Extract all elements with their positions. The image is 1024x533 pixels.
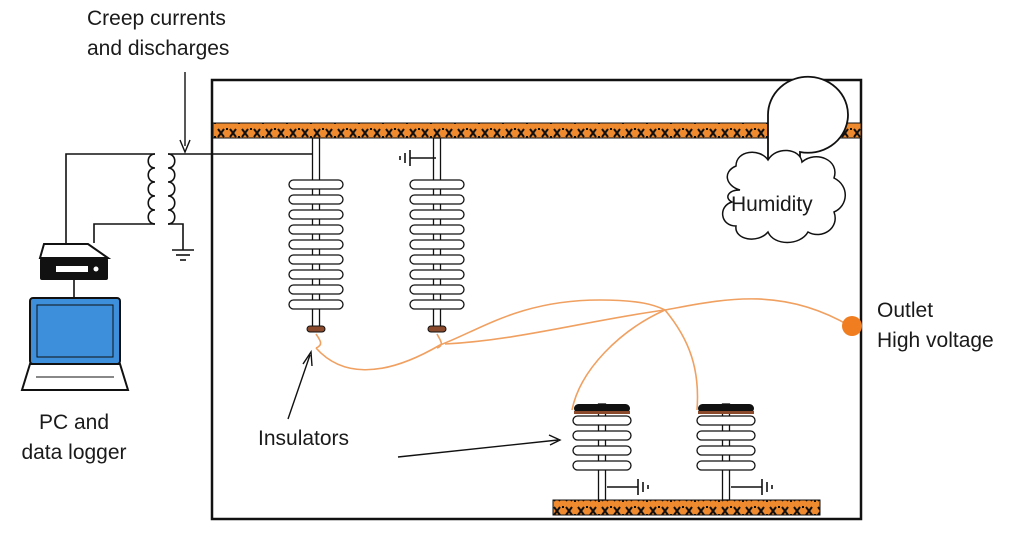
cloud-icon	[722, 149, 846, 244]
insulator-cap	[574, 404, 630, 413]
insulator-disc	[409, 284, 465, 295]
insulator-disc	[409, 179, 465, 190]
top-conductor-rail	[212, 122, 862, 139]
insulator-disc	[696, 430, 756, 441]
creep-line-1: Creep currents	[87, 7, 226, 30]
insulator-disc	[288, 254, 344, 265]
insulator-disc	[288, 209, 344, 220]
humidity-label: Humidity	[731, 193, 813, 216]
insulator-disc	[288, 179, 344, 190]
insulator-electrode	[427, 325, 447, 333]
bottom-conductor-rail	[552, 499, 821, 516]
insulator-disc	[288, 239, 344, 250]
laptop-icon	[20, 297, 130, 391]
ground-icon	[607, 479, 649, 495]
creep-line-2: and discharges	[87, 37, 230, 60]
insulator-disc	[696, 415, 756, 426]
insulator-disc	[696, 460, 756, 471]
pc-line-2: data logger	[21, 441, 127, 464]
insulator-disc	[696, 445, 756, 456]
insulator-cap-stripe	[698, 411, 754, 414]
insulator-disc	[409, 269, 465, 280]
insulator-electrode	[306, 325, 326, 333]
insulator-disc	[409, 299, 465, 310]
outlet-terminal	[842, 316, 862, 336]
insulator-disc	[572, 445, 632, 456]
insulator-disc	[288, 194, 344, 205]
insulator-icon	[288, 137, 344, 333]
insulator-disc	[288, 269, 344, 280]
insulator-disc	[572, 430, 632, 441]
fan-icon	[767, 75, 849, 161]
insulator-icon	[409, 137, 465, 333]
insulators-pointer-arrows	[287, 349, 562, 458]
insulator-disc	[409, 224, 465, 235]
pc-logger-label: PC and data logger	[12, 408, 136, 468]
insulator-disc	[288, 284, 344, 295]
insulator-icon	[696, 403, 756, 501]
creep-currents-label: Creep currents and discharges	[87, 4, 229, 64]
outlet-label: Outlet High voltage	[877, 296, 994, 356]
insulator-disc	[288, 224, 344, 235]
insulator-disc	[288, 299, 344, 310]
insulator-cap-stripe	[574, 411, 630, 414]
transformer-icon	[65, 153, 315, 250]
data-logger-icon	[38, 243, 112, 298]
insulator-cap	[698, 404, 754, 413]
ground-icon	[731, 479, 773, 495]
test-chamber	[210, 78, 863, 521]
ground-icon	[399, 150, 436, 166]
outlet-line-1: Outlet	[877, 299, 934, 322]
insulator-icon	[572, 403, 632, 501]
creep-current-arrow	[179, 72, 191, 154]
ground-icon	[172, 249, 194, 261]
insulator-disc	[409, 194, 465, 205]
outlet-line-2: High voltage	[877, 329, 994, 352]
pc-line-1: PC and	[38, 411, 110, 434]
insulator-disc	[572, 415, 632, 426]
insulator-disc	[409, 254, 465, 265]
high-voltage-wiring	[315, 298, 851, 411]
insulator-disc	[409, 209, 465, 220]
insulators-label: Insulators	[258, 427, 350, 450]
insulator-disc	[409, 239, 465, 250]
insulator-disc	[572, 460, 632, 471]
